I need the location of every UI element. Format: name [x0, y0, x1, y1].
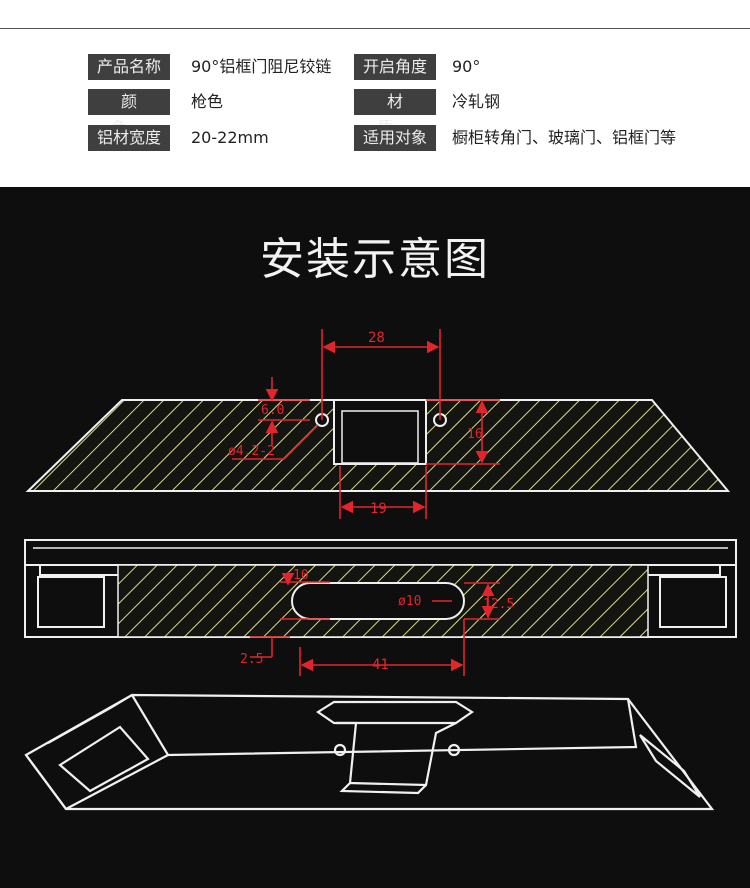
- iso-hinge-plate: [336, 721, 457, 787]
- dim-ø10: ø10: [398, 594, 421, 609]
- end-cap-left: [37, 576, 105, 628]
- spec-label: 材质: [354, 89, 436, 137]
- top-divider: [0, 28, 750, 29]
- installation-diagram-panel: 安装示意图: [0, 187, 750, 888]
- spec-value: 冷轧钢: [452, 92, 501, 111]
- dim-42: ø4.2-2: [228, 444, 275, 459]
- iso-left-pocket: [58, 725, 150, 793]
- spec-label: 适用对象: [354, 125, 436, 151]
- spec-label: 铝材宽度: [88, 125, 170, 151]
- dim-16: 16: [467, 427, 483, 442]
- dim-19: 19: [370, 501, 387, 517]
- side-view: 10 ø10 12.5 2.5 41: [24, 539, 737, 676]
- dim-6: 6.0: [261, 403, 284, 418]
- spec-value: 橱柜转角门、玻璃门、铝框门等: [452, 128, 677, 147]
- dim-2-5: 2.5: [240, 652, 263, 667]
- iso-top-slot: [315, 700, 475, 725]
- top-view-dimensions: [232, 329, 500, 519]
- spec-value: 90°: [452, 57, 481, 76]
- isometric-view: [24, 693, 715, 811]
- top-view-dimension-labels: 28 6.0 16 ø4.2-2 19: [228, 330, 483, 517]
- hinge-cutout-inner: [341, 410, 419, 464]
- spec-value: 90°铝框门阻尼铰链: [191, 57, 332, 76]
- installation-drawing: 28 6.0 16 ø4.2-2 19: [24, 329, 737, 811]
- iso-screw-hole-left: [333, 743, 347, 757]
- spec-label: 开启角度: [354, 54, 436, 80]
- spec-row-width: 铝材宽度 20-22mm 适用对象 橱柜转角门、玻璃门、铝框门等: [88, 125, 728, 151]
- side-view-dimension-labels: 10 ø10 12.5 2.5 41: [240, 568, 514, 673]
- dim-41: 41: [372, 657, 389, 673]
- slot-oblong: [291, 582, 465, 620]
- rail-hatched: [117, 564, 649, 638]
- side-view-dimensions: [250, 572, 500, 676]
- dim-12-5: 12.5: [483, 597, 514, 612]
- spec-label: 颜色: [88, 89, 170, 137]
- iso-right-clip: [639, 734, 701, 798]
- spec-row-name: 产品名称 90°铝框门阻尼铰链 开启角度 90°: [88, 54, 728, 80]
- diagram-title: 安装示意图: [260, 234, 490, 285]
- spec-value: 枪色: [191, 92, 224, 111]
- spec-section: 产品名称 90°铝框门阻尼铰链 开启角度 90° 颜色 枪色 材质 冷轧钢 铝材…: [0, 0, 750, 187]
- spec-value: 20-22mm: [191, 128, 269, 147]
- dim-10: 10: [293, 568, 309, 583]
- spec-label: 产品名称: [88, 54, 170, 80]
- top-view: 28 6.0 16 ø4.2-2 19: [25, 329, 731, 519]
- spec-row-color: 颜色 枪色 材质 冷轧钢: [88, 89, 728, 137]
- iso-screw-hole-right: [447, 743, 461, 757]
- dim-28: 28: [368, 330, 385, 346]
- end-cap-right: [659, 576, 727, 628]
